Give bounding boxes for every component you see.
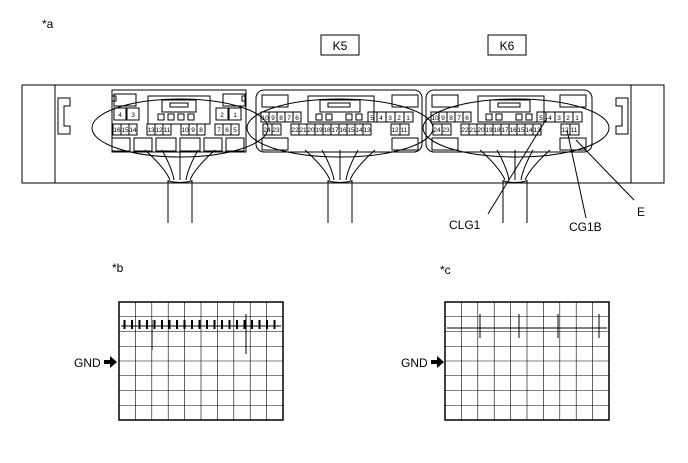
pin-label: 13 [363,127,371,134]
ecu-housing [21,84,665,184]
pin-label: 16 [113,127,121,134]
figure-tag-c: *c [440,263,451,277]
pin-label: 16 [339,127,347,134]
k6-row2-cells [432,123,580,136]
callout-e: E [637,205,645,219]
arrow-right-icon [431,356,444,368]
pin-label: 17 [501,127,509,134]
pin-label: 4 [379,115,383,122]
pin-label: 15 [347,127,355,134]
pin-label: 16 [509,127,517,134]
k6-label-box: K6 [487,34,527,56]
pin-label: 12 [561,127,569,134]
pin-label: 13 [533,127,541,134]
pin-label: 2 [397,115,401,122]
figure-tag-a: *a [42,17,54,31]
k6-label: K6 [500,39,515,53]
pin-label: 1 [406,115,410,122]
pin-label: 14 [355,127,363,134]
pin-label: 24 [433,127,441,134]
pin-label: 9 [271,115,275,122]
k5-row1-cells [260,111,414,123]
scope-c-grid [445,302,609,420]
pin-label: 4 [548,115,552,122]
pin-label: 6 [295,115,299,122]
k5-row2-cells [262,123,410,136]
pin-label: 18 [323,127,331,134]
pin-label: 9 [441,115,445,122]
callout-clg1: CLG1 [449,218,481,232]
pin-label: 20 [477,127,485,134]
pin-label: 18 [493,127,501,134]
pin-label: 19 [315,127,323,134]
pin-label: 10 [261,115,269,122]
pin-label: 23 [272,127,280,134]
scope-c-trace [447,314,607,338]
pin-label: 5 [539,115,543,122]
oscilloscope-b [118,301,284,421]
connector-left [111,89,247,153]
pin-label: 11 [571,127,578,134]
pin-label: 14 [525,127,533,134]
pin-label: 13 [147,127,155,134]
figure-tag-b: *b [112,261,124,275]
pin-label: 4 [118,112,122,119]
pin-label: 9 [191,127,195,134]
scope-b-grid [119,302,283,420]
connector-k5 [255,89,423,153]
k6-row1-cells [430,111,583,123]
pin-label: 11 [164,127,171,134]
gnd-marker-b: GND [74,356,117,370]
connector-left-pin-labels: 4 3 2 1 16 15 14 13 12 11 10 9 8 7 6 5 [113,112,237,134]
pin-label: 2 [566,115,570,122]
pin-label: 2 [220,112,224,119]
scope-b-trace [121,314,281,354]
pin-label: 15 [517,127,525,134]
pin-label: 6 [225,127,229,134]
pin-label: 8 [199,127,203,134]
pin-label: 17 [331,127,339,134]
pin-label: 10 [431,115,439,122]
pin-label: 3 [388,115,392,122]
gnd-label-c: GND [401,356,428,370]
callout-cg1b: CG1B [569,220,602,234]
pin-label: 19 [485,127,493,134]
pin-label: 7 [457,115,461,122]
pin-label: 6 [465,115,469,122]
arrow-right-icon [104,356,117,368]
k5-pin-labels: 10 9 8 7 6 5 4 3 2 1 24 23 22 21 20 19 1… [261,115,410,134]
pin-label: 8 [449,115,453,122]
pin-label: 21 [469,127,477,134]
oscilloscope-c [444,301,610,421]
pin-label: 5 [233,127,237,134]
pin-label: 3 [557,115,561,122]
pin-label: 1 [233,112,237,119]
pin-label: 20 [307,127,315,134]
pin-label: 3 [131,112,135,119]
pin-label: 21 [299,127,307,134]
pin-label: 15 [121,127,129,134]
pin-label: 7 [217,127,221,134]
k6-pin-labels: 10 9 8 7 6 5 4 3 2 1 24 23 22 21 20 19 1… [431,115,579,134]
pin-label: 23 [442,127,450,134]
gnd-marker-c: GND [401,356,444,370]
pin-label: 12 [155,127,163,134]
pin-label: 12 [391,127,399,134]
pin-label: 14 [129,127,137,134]
gnd-label-b: GND [74,356,101,370]
k5-label: K5 [333,39,348,53]
pin-label: 11 [401,127,408,134]
pin-label: 8 [279,115,283,122]
pin-label: 22 [461,127,469,134]
k5-label-box: K5 [320,34,360,56]
callout-leaders [487,117,635,219]
pin-label: 1 [575,115,579,122]
pin-label: 22 [291,127,299,134]
pin-label: 10 [181,127,189,134]
pin-label: 5 [370,115,374,122]
pin-label: 7 [287,115,291,122]
pin-label: 24 [263,127,271,134]
wire-harness [144,149,551,223]
